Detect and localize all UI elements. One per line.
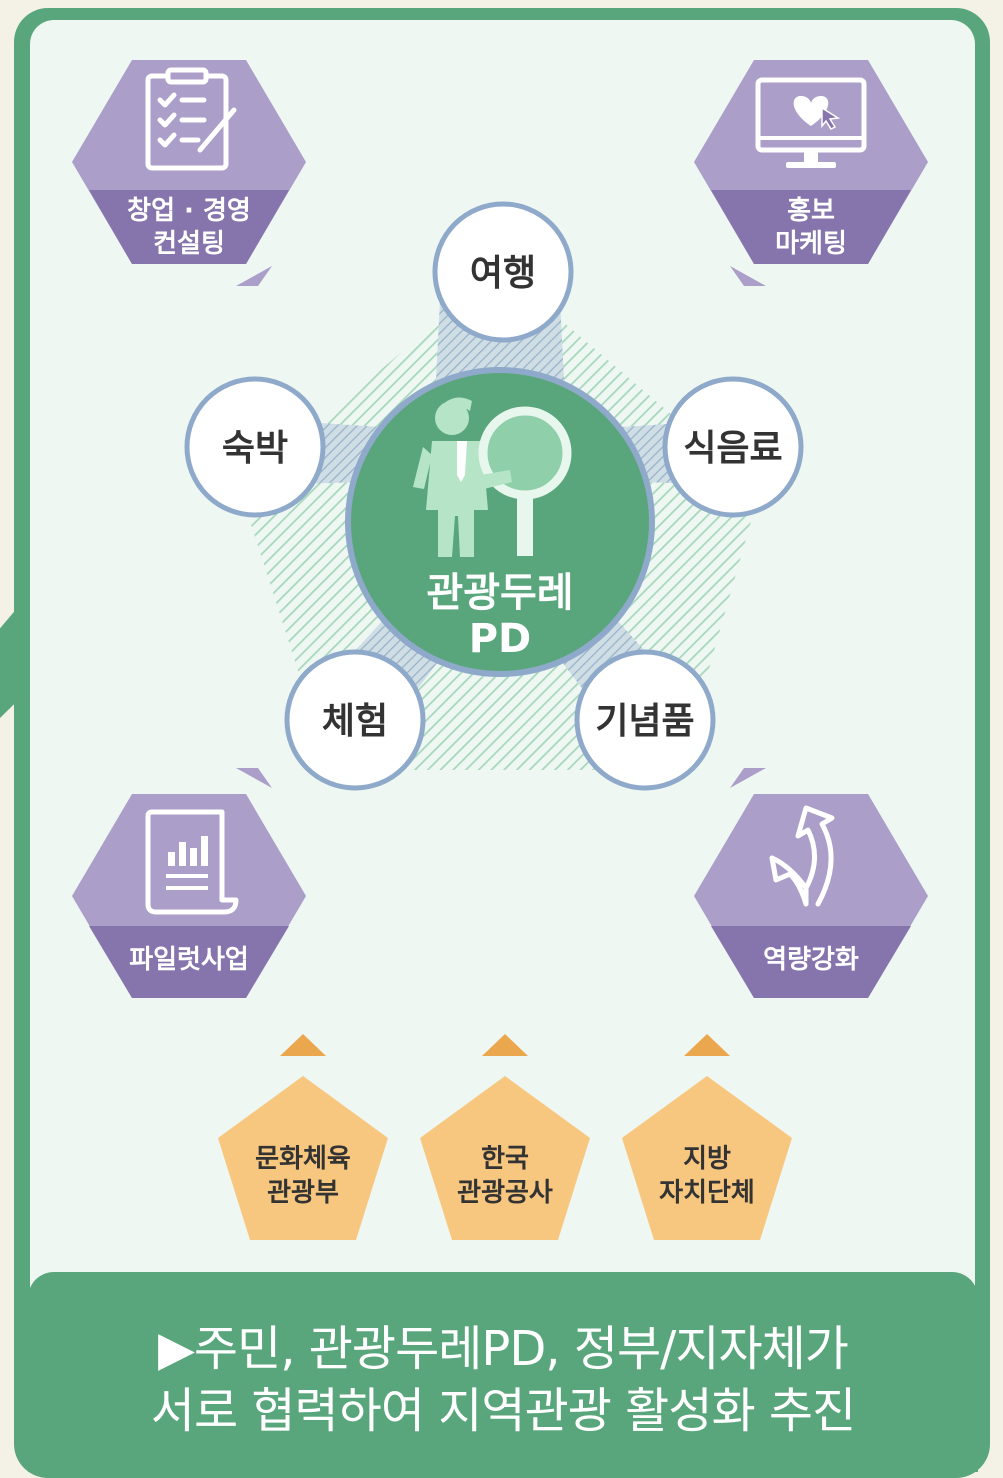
connector-triangles bbox=[236, 266, 766, 788]
hexagon-marketing-line2: 마케팅 bbox=[775, 229, 847, 259]
pentagon-ministry-line2: 관광부 bbox=[267, 1178, 339, 1208]
circle-food-label: 식음료 bbox=[683, 428, 782, 469]
hexagon-pilot: 파일럿사업 bbox=[72, 794, 306, 998]
pentagon-local-gov: 지방 자치단체 bbox=[622, 1076, 792, 1240]
hexagon-consulting-line1: 창업 · 경영 bbox=[127, 196, 251, 226]
hexagon-marketing-line1: 홍보 bbox=[787, 196, 835, 226]
banner-line1: ▶주민, 관광두레PD, 정부/지자체가 bbox=[158, 1321, 849, 1377]
monitor-heart-icon bbox=[755, 77, 867, 168]
report-chart-icon bbox=[145, 809, 239, 915]
hexagon-capacity: 역량강화 bbox=[694, 794, 928, 998]
center-title-line1: 관광두레 bbox=[426, 570, 573, 616]
banner-line2: 서로 협력하여 지역관광 활성화 추진 bbox=[150, 1383, 856, 1439]
pentagon-tourism-org: 한국 관광공사 bbox=[420, 1076, 590, 1240]
pentagon-local-gov-line1: 지방 bbox=[683, 1144, 731, 1174]
hexagon-pilot-label: 파일럿사업 bbox=[129, 945, 249, 975]
hexagon-consulting: 창업 · 경영 컨설팅 bbox=[72, 60, 306, 264]
pentagon-tourism-org-line2: 관광공사 bbox=[457, 1178, 553, 1208]
clipboard-checklist-icon bbox=[145, 67, 237, 171]
hexagon-marketing: 홍보 마케팅 bbox=[694, 60, 928, 264]
orange-up-arrows bbox=[280, 1034, 730, 1056]
circle-travel-label: 여행 bbox=[470, 253, 536, 294]
up-arrow-icon bbox=[769, 805, 835, 907]
pentagon-ministry: 문화체육 관광부 bbox=[218, 1076, 388, 1240]
circle-lodging-label: 숙박 bbox=[222, 428, 288, 469]
circle-experience-label: 체험 bbox=[322, 701, 388, 742]
pentagon-ministry-line1: 문화체육 bbox=[255, 1144, 351, 1174]
pentagon-local-gov-line2: 자치단체 bbox=[659, 1178, 755, 1208]
pentagon-tourism-org-line1: 한국 bbox=[481, 1144, 529, 1174]
circle-food: 식음료 bbox=[662, 376, 804, 518]
circle-lodging: 숙박 bbox=[184, 376, 326, 518]
circle-souvenir-label: 기념품 bbox=[595, 701, 694, 742]
circle-experience: 체험 bbox=[284, 649, 426, 791]
center-title-line2: PD bbox=[469, 616, 532, 662]
hexagon-capacity-label: 역량강화 bbox=[763, 945, 859, 975]
circle-travel: 여행 bbox=[432, 201, 574, 343]
center-pd-circle: 관광두레 PD bbox=[345, 367, 655, 677]
person-magnifier-icon bbox=[413, 397, 572, 557]
summary-banner: ▶주민, 관광두레PD, 정부/지자체가 서로 협력하여 지역관광 활성화 추진 bbox=[28, 1272, 978, 1472]
hexagon-consulting-line2: 컨설팅 bbox=[153, 229, 225, 259]
circle-souvenir: 기념품 bbox=[574, 649, 716, 791]
